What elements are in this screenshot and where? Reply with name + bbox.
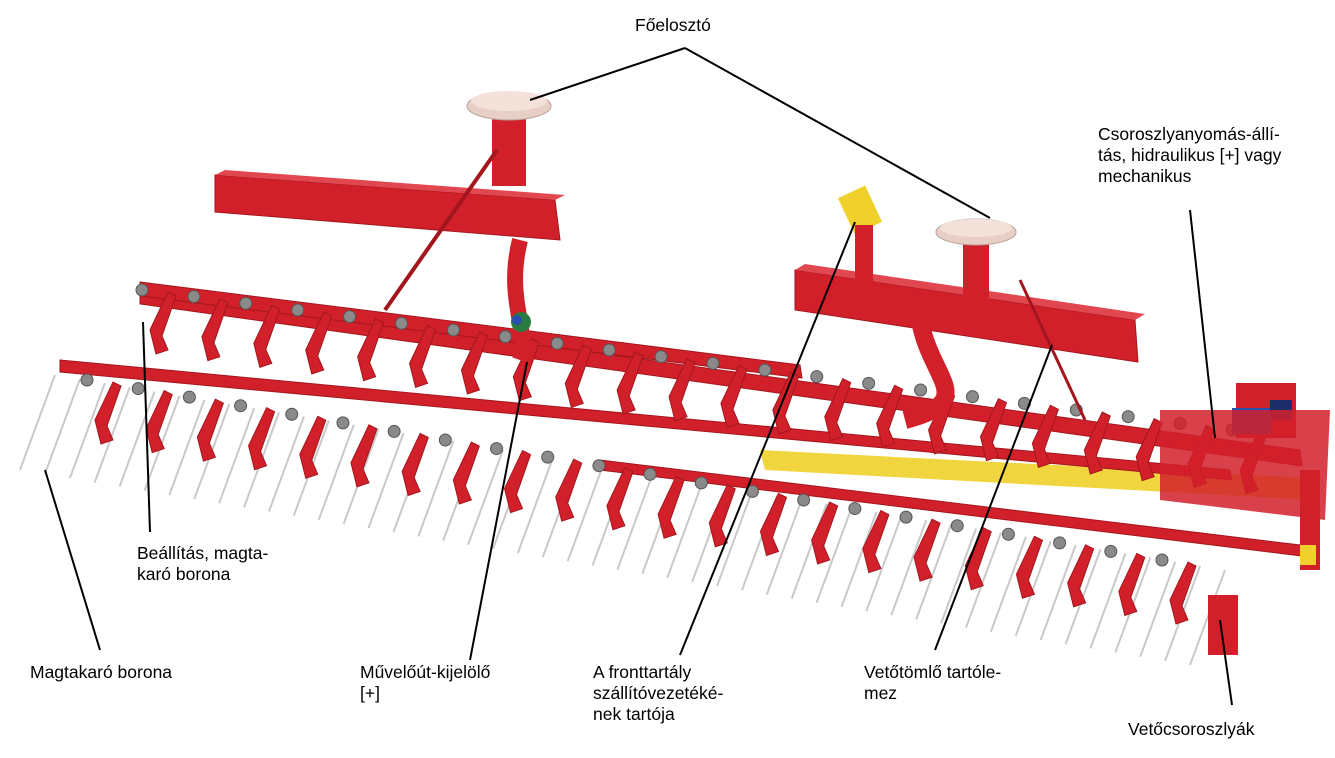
label-tramline-marker: Művelőút-kijelölő [+] <box>360 662 490 704</box>
label-coulter-pressure-line-2: tás, hidraulikus [+] vagy <box>1098 145 1281 166</box>
label-main-distributor: Főelosztó <box>635 15 711 36</box>
seed-coulter <box>542 451 582 521</box>
harrow-tine <box>369 433 404 528</box>
seed-coulter <box>849 503 889 573</box>
label-front-tank-holder-line-1: A fronttartály <box>593 662 723 683</box>
label-cover-harrow: Magtakaró borona <box>30 662 172 683</box>
seed-coulter <box>235 400 275 470</box>
label-coulter-pressure-line-3: mechanikus <box>1098 166 1281 187</box>
label-front-tank-holder-line-3: nek tartója <box>593 704 723 725</box>
seed-coulter <box>644 468 684 538</box>
label-tramline-marker-line-2: [+] <box>360 683 490 704</box>
label-seed-coulters: Vetőcsoroszlyák <box>1128 719 1254 740</box>
label-seed-hose-plate-line-1: Vetőtömlő tartóle- <box>864 662 1001 683</box>
seed-coulter <box>1054 537 1094 607</box>
label-seed-hose-plate: Vetőtömlő tartóle- mez <box>864 662 1001 704</box>
harrow-tine <box>20 375 55 470</box>
leader-coulter-pressure <box>1190 210 1215 438</box>
label-front-tank-holder: A fronttartály szállítóvezetéké- nek tar… <box>593 662 723 725</box>
harrow-tine <box>319 425 354 520</box>
seed-coulter <box>798 494 838 564</box>
seed-coulter <box>811 371 851 441</box>
harrow-tine <box>1090 553 1125 648</box>
leader-cover-harrow <box>45 470 100 650</box>
harrow-tine <box>1140 562 1175 657</box>
label-harrow-setting-line-2: karó borona <box>137 564 268 585</box>
harrow-tine <box>45 379 80 474</box>
harrow-tine <box>418 441 453 536</box>
label-coulter-pressure: Csoroszlyanyomás-állí- tás, hidraulikus … <box>1098 124 1281 187</box>
label-coulter-pressure-line-1: Csoroszlyanyomás-állí- <box>1098 124 1281 145</box>
seed-coulter <box>439 434 479 504</box>
seed-coulter <box>132 383 172 453</box>
seed-coulter <box>1156 554 1196 624</box>
label-tramline-marker-line-1: Művelőút-kijelölő <box>360 662 490 683</box>
label-harrow-setting: Beállítás, magta- karó borona <box>137 543 268 585</box>
seed-coulter <box>1002 528 1042 598</box>
leader-main-distributor-right <box>685 48 990 218</box>
harrow-tine <box>169 400 204 495</box>
label-front-tank-holder-line-2: szállítóvezetéké- <box>593 683 723 704</box>
label-harrow-setting-line-1: Beállítás, magta- <box>137 543 268 564</box>
seed-coulter <box>695 477 735 547</box>
label-seed-hose-plate-line-2: mez <box>864 683 1001 704</box>
harrow-tine <box>269 416 304 511</box>
leader-main-distributor-left <box>530 48 685 100</box>
harrow-tine <box>219 408 254 503</box>
seed-coulter <box>746 485 786 555</box>
